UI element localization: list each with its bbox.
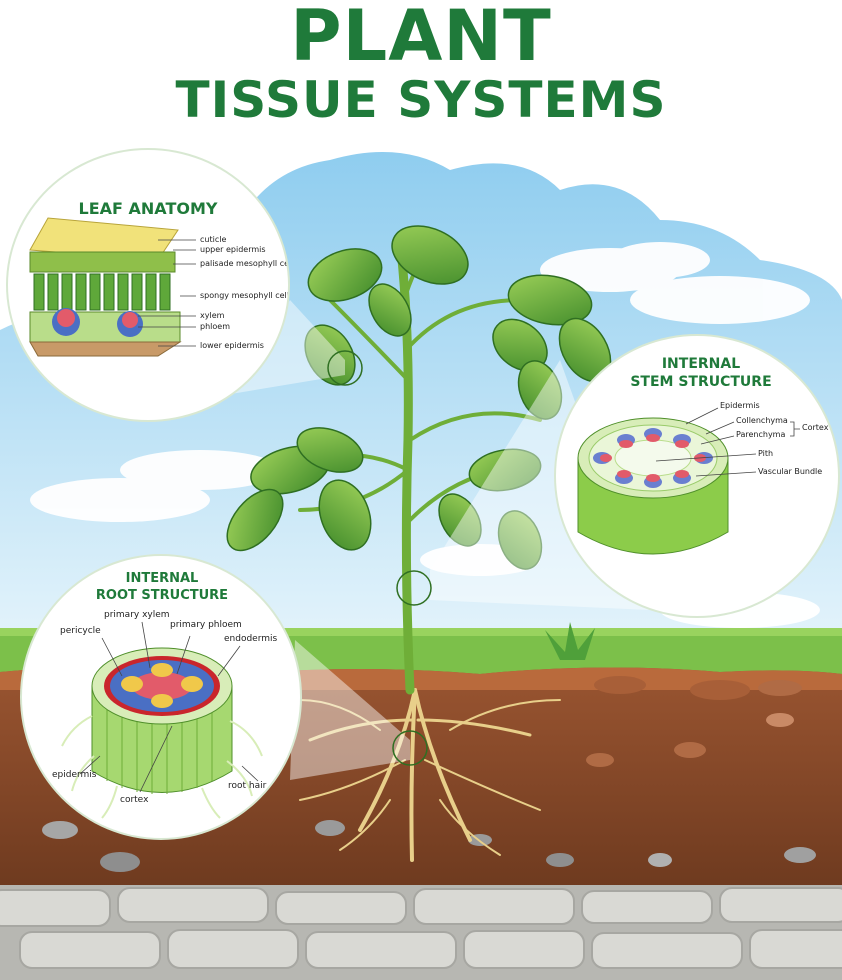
label-primary-phloem: primary phloem: [170, 620, 242, 630]
label-cortex: Cortex: [802, 423, 829, 432]
label-collenchyma: Collenchyma: [736, 416, 788, 425]
stem-structure-heading-line2: STEM STRUCTURE: [630, 374, 772, 390]
plant-leaves: [226, 225, 612, 570]
roots: [299, 688, 561, 862]
label-pericycle: pericycle: [60, 626, 101, 636]
stem-cross-section-illustration: [577, 407, 800, 555]
label-phloem: phloem: [200, 322, 230, 331]
root-structure-callout: INTERNAL ROOT STRUCTURE primary xylem pr…: [22, 556, 300, 838]
grass-tuft: [545, 622, 595, 660]
label-upper-epidermis: upper epidermis: [200, 245, 266, 254]
label-root-epidermis: epidermis: [52, 770, 97, 780]
pebbles: [42, 676, 816, 872]
label-palisade-mesophyll: palisade mesophyll cells: [200, 259, 288, 268]
leaf-cross-section-illustration: [29, 217, 196, 357]
label-cuticle: cuticle: [200, 235, 227, 244]
leaf-anatomy-callout: LEAF ANATOMY cuticle upper epidermis pal…: [8, 150, 288, 420]
root-structure-heading-line2: ROOT STRUCTURE: [95, 588, 229, 603]
root-cross-section-illustration: [61, 621, 263, 819]
label-vascular-bundle: Vascular Bundle: [758, 467, 823, 476]
label-primary-xylem: primary xylem: [104, 610, 170, 620]
label-parenchyma: Parenchyma: [736, 430, 786, 439]
stem-structure-heading-line1: INTERNAL: [661, 356, 741, 372]
label-pith: Pith: [758, 449, 774, 458]
flagstones: [0, 887, 842, 969]
label-root-cortex: cortex: [120, 795, 149, 805]
focus-rings: [327, 350, 432, 766]
label-spongy-mesophyll: spongy mesophyll cells: [200, 291, 288, 300]
page-subtitle: TISSUE SYSTEMS: [175, 71, 667, 129]
stem-structure-callout: INTERNAL STEM STRUCTURE Epidermis Collen…: [556, 336, 838, 616]
root-structure-heading-line1: INTERNAL: [125, 571, 199, 586]
label-root-hair: root hair: [228, 781, 267, 791]
label-endodermis: endodermis: [224, 634, 278, 644]
leaf-anatomy-heading: LEAF ANATOMY: [78, 199, 218, 218]
page-title: PLANT: [290, 0, 552, 77]
label-xylem: xylem: [200, 311, 225, 320]
label-epidermis: Epidermis: [720, 401, 760, 410]
label-lower-epidermis: lower epidermis: [200, 341, 264, 350]
